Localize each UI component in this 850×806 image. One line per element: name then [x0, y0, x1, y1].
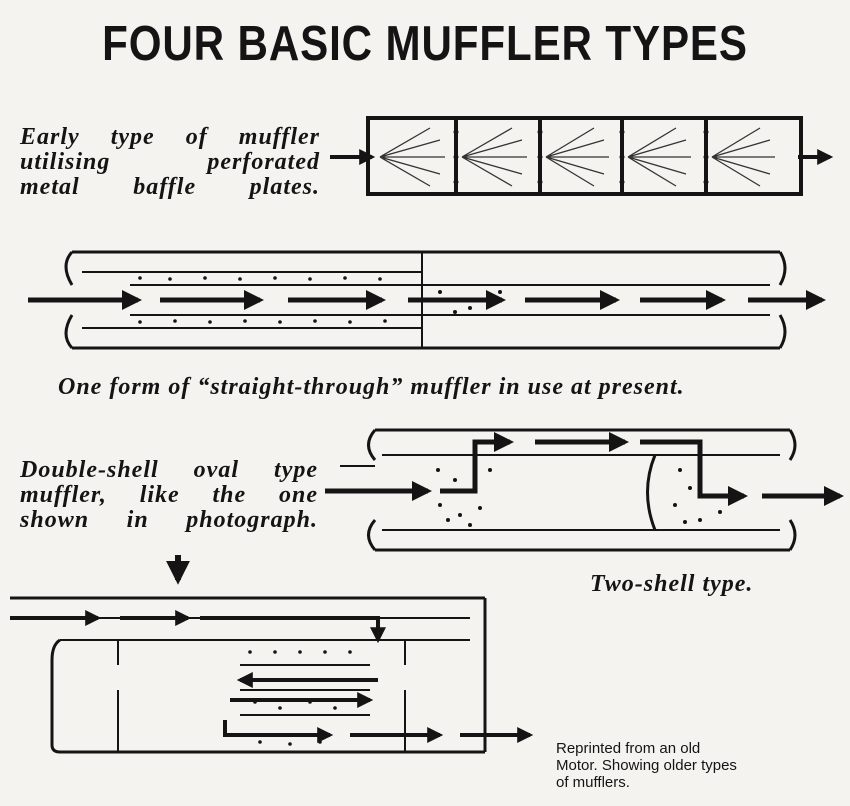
caption-line: Double-shell oval type	[20, 457, 318, 483]
reprint-note: Reprinted from an old Motor. Showing old…	[556, 740, 846, 791]
oval-muffler-diagram	[10, 555, 534, 754]
perforation-dots	[248, 650, 362, 746]
early-muffler-diagram	[330, 116, 834, 196]
straight-through-caption: One form of “straight-through” muffler i…	[58, 374, 685, 400]
note-line: Motor. Showing older types	[556, 757, 737, 774]
gas-bursts	[379, 127, 775, 187]
caption-line: shown in photograph.	[20, 507, 318, 533]
flow-arrows	[10, 610, 534, 743]
diagram-title: FOUR BASIC MUFFLER TYPES	[102, 17, 748, 71]
baffle-holes	[453, 129, 709, 185]
perforation-dots	[436, 468, 722, 527]
caption-line: Early type of muffler	[20, 124, 320, 150]
caption-line: utilising perforated	[20, 149, 320, 175]
caption-line: metal baffle plates.	[20, 174, 320, 200]
oval-muffler-caption: Double-shell oval type muffler, like the…	[20, 458, 318, 533]
perforation-dots	[138, 276, 502, 324]
two-shell-caption: Two-shell type.	[590, 571, 754, 597]
early-muffler-caption: Early type of muffler utilising perforat…	[20, 125, 320, 200]
flow-arrows	[325, 432, 844, 506]
straight-through-diagram	[28, 250, 826, 350]
note-line: Reprinted from an old	[556, 740, 701, 757]
baffle-plates	[454, 118, 708, 194]
two-shell-diagram	[325, 428, 844, 552]
note-line: of mufflers.	[556, 774, 630, 791]
caption-line: muffler, like the one	[20, 482, 318, 508]
